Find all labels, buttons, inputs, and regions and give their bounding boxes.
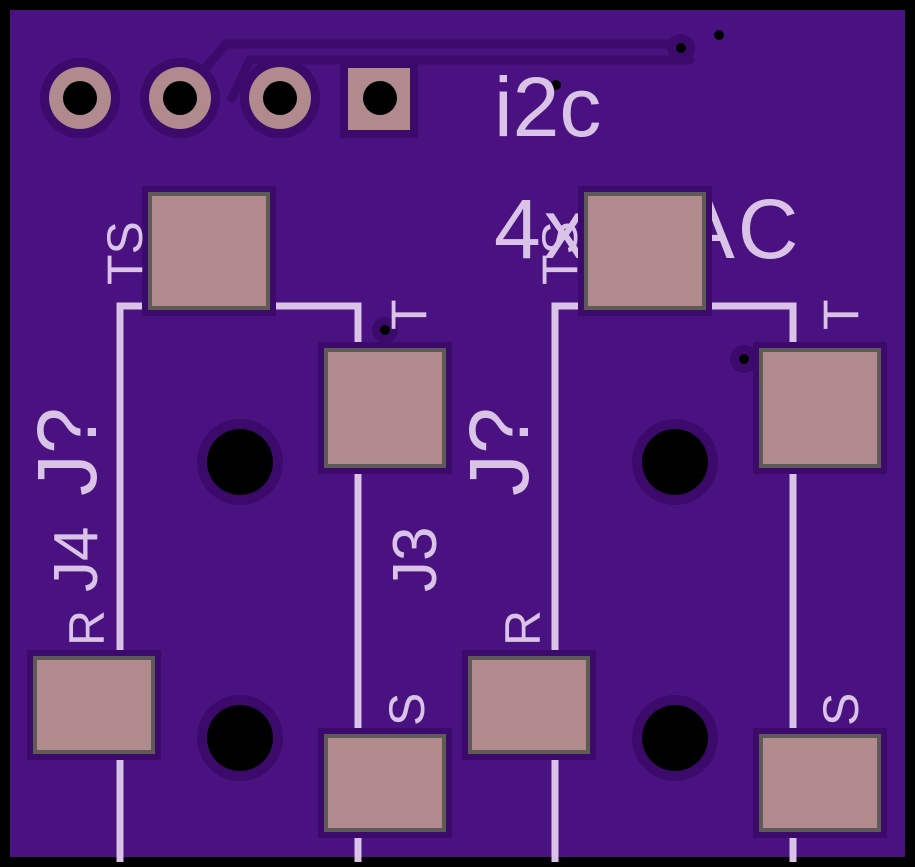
jack-j4-reference: J? <box>20 407 114 496</box>
jack-j3-pad-r <box>468 656 590 754</box>
jack-j3-designator: J3 <box>381 527 450 592</box>
jack-j4-label-ts: TS <box>97 221 153 285</box>
jack-j3: TS T R S J3 J? <box>381 186 887 862</box>
board-title-i2c: i2c <box>494 60 601 154</box>
jack-j4-pad-r <box>33 656 155 754</box>
jack-j3-label-ts: TS <box>532 221 588 285</box>
jack-j3-pad-ts <box>584 192 706 310</box>
jack-j3-pad-s <box>759 734 881 832</box>
jack-j4-pad-s <box>324 734 446 832</box>
jack-j3-mount-hole-top <box>642 429 708 495</box>
jack-j3-reference: J? <box>452 407 546 496</box>
jack-j3-pad-t <box>759 348 881 468</box>
jack-j4-label-t: T <box>381 299 437 330</box>
jack-j4-mount-hole-top <box>207 429 273 495</box>
jack-j4-pad-t <box>324 348 446 468</box>
jack-j3-label-r: R <box>495 610 551 646</box>
jack-j4-label-r: R <box>59 610 115 646</box>
jack-j4-pad-ts <box>148 192 270 310</box>
jack-j4-label-s: S <box>379 693 435 726</box>
header-pins <box>40 58 418 138</box>
jack-j3-label-t: T <box>813 299 869 330</box>
jack-j4-mount-hole-bottom <box>207 705 273 771</box>
jack-j3-label-s: S <box>813 693 869 726</box>
jack-j3-mount-hole-bottom <box>642 705 708 771</box>
jack-j4: TS T R S J4 J? <box>20 186 452 862</box>
vias <box>372 30 758 373</box>
jack-j4-designator: J4 <box>42 527 111 592</box>
